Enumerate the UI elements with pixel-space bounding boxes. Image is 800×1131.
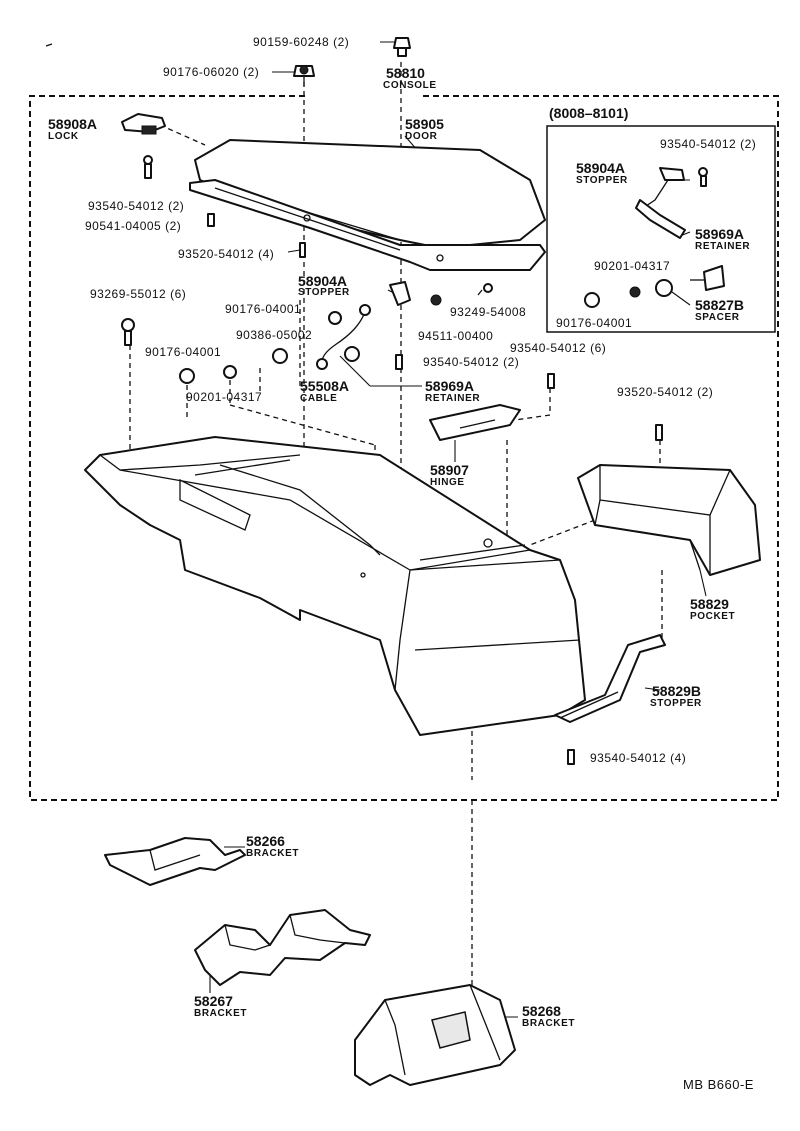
label-58268: 58268	[522, 1003, 561, 1019]
label-90159-60248: 90159-60248 (2)	[253, 35, 350, 49]
scan-mark	[45, 43, 53, 47]
label-lock: LOCK	[48, 131, 79, 142]
label-stopper-b: STOPPER	[650, 698, 702, 709]
console-body	[84, 436, 586, 736]
label-bracket-58267: BRACKET	[194, 1008, 248, 1019]
door-part	[189, 139, 546, 271]
label-58908a: 58908A	[48, 116, 98, 132]
label-93540-54012-4: 93540-54012 (4)	[590, 751, 687, 765]
console-fasteners	[143, 37, 411, 258]
label-console: CONSOLE	[383, 80, 437, 91]
inset-label-58827b: 58827B	[695, 297, 745, 313]
label-hinge: HINGE	[430, 477, 465, 488]
label-93520-54012-4: 93520-54012 (4)	[178, 247, 275, 261]
label-93540-54012-6: 93540-54012 (6)	[510, 341, 607, 355]
label-stopper: STOPPER	[298, 287, 350, 298]
screw-4	[567, 749, 575, 765]
inset-title: (8008–8101)	[549, 105, 629, 121]
label-93269-55012: 93269-55012 (6)	[90, 287, 187, 301]
label-pocket: POCKET	[690, 611, 736, 622]
label-90541-04005: 90541-04005 (2)	[85, 219, 182, 233]
label-93249-54008: 93249-54008	[450, 305, 527, 319]
label-bracket-58268: BRACKET	[522, 1018, 576, 1029]
bracket-58268-part	[354, 984, 516, 1086]
hinge-part	[429, 404, 521, 441]
label-90386-05002: 90386-05002	[236, 328, 313, 342]
label-cable: CABLE	[300, 393, 338, 404]
stopper-58829b	[554, 634, 666, 723]
label-58904a: 58904A	[298, 273, 348, 289]
lock-part	[121, 113, 166, 135]
label-93540-54012-b: 93540-54012 (2)	[423, 355, 520, 369]
label-retainer: RETAINER	[425, 393, 481, 404]
inset-hardware	[584, 167, 725, 308]
label-bracket-58266: BRACKET	[246, 848, 300, 859]
bracket-58266-part	[104, 837, 246, 886]
label-55508a: 55508A	[300, 378, 350, 394]
small-hardware	[121, 281, 663, 441]
label-90176-04001-b: 90176-04001	[145, 345, 222, 359]
inset-frame	[546, 125, 776, 333]
inset-label-90201-04317: 90201-04317	[594, 259, 671, 273]
label-58907: 58907	[430, 462, 469, 478]
label-94511-00400: 94511-00400	[418, 329, 494, 343]
label-58829: 58829	[690, 596, 729, 612]
label-58810: 58810	[386, 65, 425, 81]
inset-label-retainer: RETAINER	[695, 241, 751, 252]
bracket-58267-part	[194, 909, 371, 986]
label-93520-54012-2: 93520-54012 (2)	[617, 385, 714, 399]
inset-label-93540-54012: 93540-54012 (2)	[660, 137, 757, 151]
diagram-code: MB B660-E	[683, 1077, 754, 1092]
assembly-boundary	[29, 95, 779, 801]
inset-label-58969a: 58969A	[695, 226, 745, 242]
label-93540-54012-a: 93540-54012 (2)	[88, 199, 185, 213]
inset-label-spacer: SPACER	[695, 312, 740, 323]
label-58969a: 58969A	[425, 378, 475, 394]
label-90176-04001-a: 90176-04001	[225, 302, 302, 316]
label-90176-06020: 90176-06020 (2)	[163, 65, 260, 79]
inset-label-58904a: 58904A	[576, 160, 626, 176]
label-90201-04317: 90201-04317	[186, 390, 263, 404]
label-58267: 58267	[194, 993, 233, 1009]
label-door: DOOR	[405, 131, 438, 142]
label-58905: 58905	[405, 116, 444, 132]
label-58266: 58266	[246, 833, 285, 849]
label-58829b: 58829B	[652, 683, 702, 699]
inset-label-90176-04001: 90176-04001	[556, 316, 633, 330]
inset-label-stopper: STOPPER	[576, 175, 628, 186]
pocket-part	[577, 464, 761, 576]
